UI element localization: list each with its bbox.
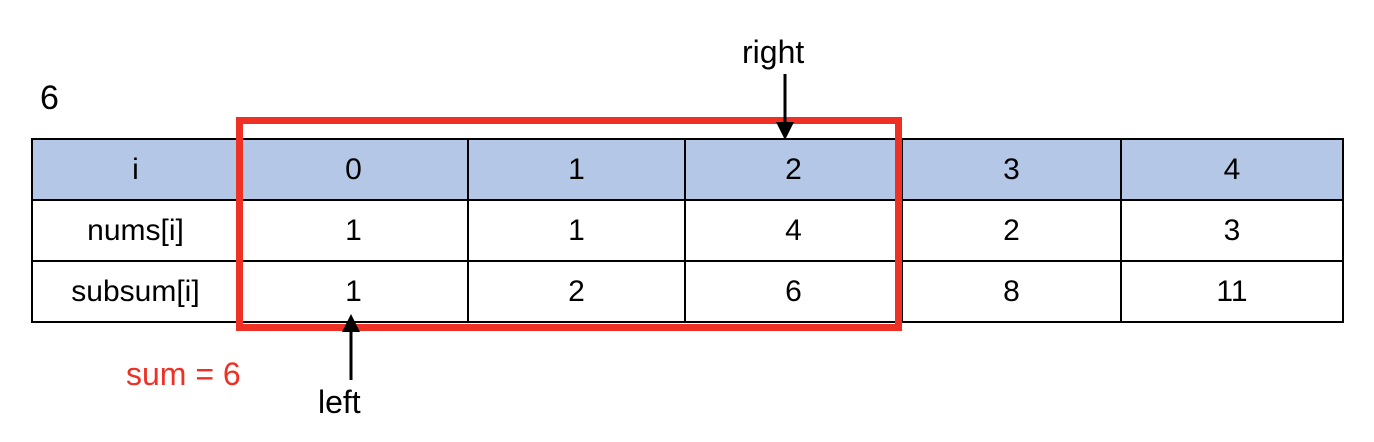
cell-i-2: 2 — [684, 138, 903, 201]
right-pointer-label: right — [742, 34, 805, 70]
table-row-nums: nums[i] 1 1 4 2 3 — [31, 199, 1344, 262]
row-label-i: i — [31, 138, 240, 201]
cell-subsum-2: 6 — [684, 260, 903, 323]
cell-i-1: 1 — [467, 138, 686, 201]
cell-subsum-0: 1 — [238, 260, 469, 323]
cell-subsum-3: 8 — [901, 260, 1122, 323]
cell-subsum-4: 11 — [1120, 260, 1344, 323]
array-table-wrapper: i 0 1 2 3 4 nums[i] 1 1 4 2 3 subsum[i] … — [31, 138, 1344, 323]
cell-subsum-1: 2 — [467, 260, 686, 323]
cell-nums-0: 1 — [238, 199, 469, 262]
right-pointer-arrow-icon — [776, 74, 794, 140]
table-row-index: i 0 1 2 3 4 — [31, 138, 1344, 201]
table-row-subsum: subsum[i] 1 2 6 8 11 — [31, 260, 1344, 323]
cell-nums-2: 4 — [684, 199, 903, 262]
array-table: i 0 1 2 3 4 nums[i] 1 1 4 2 3 subsum[i] … — [31, 138, 1344, 323]
step-counter-label: 6 — [40, 79, 59, 117]
cell-i-0: 0 — [238, 138, 469, 201]
left-pointer-arrow-icon — [342, 314, 360, 380]
cell-i-3: 3 — [901, 138, 1122, 201]
left-pointer-label: left — [318, 384, 361, 420]
sum-value-label: sum = 6 — [126, 356, 241, 392]
cell-nums-4: 3 — [1120, 199, 1344, 262]
row-label-nums: nums[i] — [31, 199, 240, 262]
row-label-subsum: subsum[i] — [31, 260, 240, 323]
cell-nums-1: 1 — [467, 199, 686, 262]
cell-i-4: 4 — [1120, 138, 1344, 201]
cell-nums-3: 2 — [901, 199, 1122, 262]
